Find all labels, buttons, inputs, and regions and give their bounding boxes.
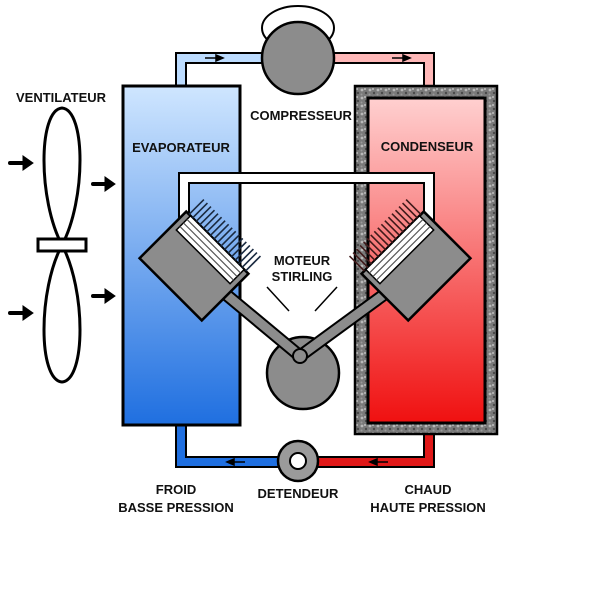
- crank-wheel-icon: [265, 335, 341, 411]
- piston-icon: [137, 198, 262, 323]
- label-froid: FROID: [156, 482, 196, 497]
- stirling-engine: [137, 172, 473, 411]
- label-chaud: CHAUD: [405, 482, 452, 497]
- label-haute-pression: HAUTE PRESSION: [370, 500, 486, 515]
- label-moteur: MOTEUR: [274, 253, 331, 268]
- airflow-arrow-icon: [8, 155, 116, 321]
- piston-icon: [348, 198, 473, 323]
- label-ventilateur: VENTILATEUR: [16, 90, 107, 105]
- refrigerant-pipes: [175, 52, 435, 468]
- label-basse-pression: BASSE PRESSION: [118, 500, 234, 515]
- label-compresseur: COMPRESSEUR: [250, 108, 352, 123]
- expansion-valve-icon: [276, 439, 320, 483]
- compressor-icon: [260, 5, 336, 96]
- label-evaporateur: EVAPORATEUR: [132, 140, 230, 155]
- label-stirling: STIRLING: [272, 269, 333, 284]
- label-detendeur: DETENDEUR: [258, 486, 340, 501]
- label-condenseur: CONDENSEUR: [381, 139, 474, 154]
- fan-icon: [36, 106, 88, 384]
